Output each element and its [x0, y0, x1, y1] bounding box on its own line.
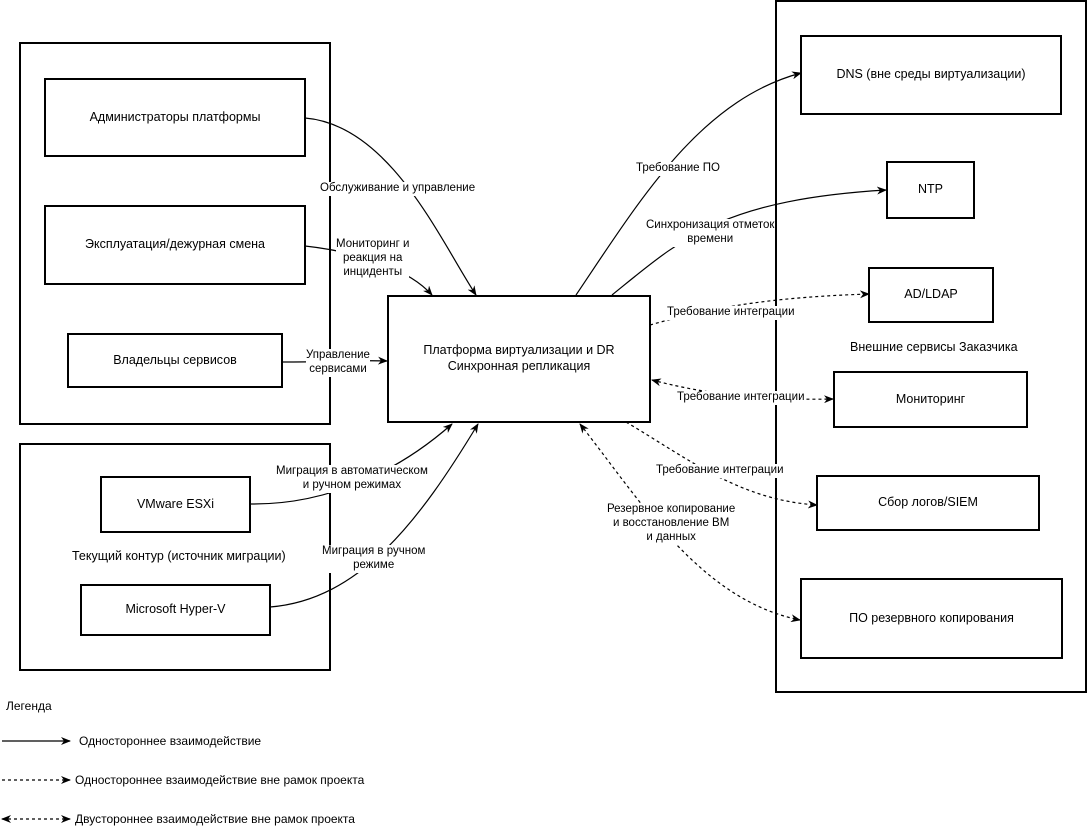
node-owners: Владельцы сервисов: [67, 333, 283, 388]
customer-services-group: [775, 0, 1087, 693]
edge-label-backup: Резервное копирование и восстановление В…: [607, 503, 736, 545]
edge-label-ops-line1: Мониторинг и: [336, 238, 410, 250]
edge-label-esxi: Миграция в автоматическом и ручном режим…: [276, 465, 428, 493]
legend-dashed-two-way-label: Двустороннее взаимодействие вне рамок пр…: [75, 812, 355, 826]
edge-label-ops: Мониторинг и реакция на инциденты: [336, 238, 410, 280]
edge-label-ops-line3: инциденты: [343, 265, 403, 278]
edge-label-ntp-line2: времени: [687, 232, 734, 245]
legend-dashed-label: Одностороннее взаимодействие вне рамок п…: [75, 773, 365, 787]
legend-title: Легенда: [6, 699, 52, 713]
edge-label-backup-line1: Резервное копирование: [607, 503, 736, 515]
edge-label-owners-line1: Управление: [306, 349, 370, 361]
node-monitoring: Мониторинг: [833, 371, 1028, 428]
edge-label-owners: Управление сервисами: [306, 349, 370, 377]
edge-label-hyperv-line1: Миграция в ручном: [322, 545, 426, 557]
node-esxi: VMware ESXi: [100, 476, 251, 533]
edge-label-owners-line2: сервисами: [309, 362, 367, 375]
node-hyperv: Microsoft Hyper-V: [80, 584, 271, 636]
edge-label-ops-line2: реакция на: [343, 251, 403, 264]
node-admins: Администраторы платформы: [44, 78, 306, 157]
internal-users-group: [19, 42, 331, 425]
source-group-caption: Текущий контур (источник миграции): [72, 549, 286, 563]
edge-label-esxi-line2: и ручном режимах: [302, 478, 402, 491]
edge-label-ntp-line1: Синхронизация отметок: [646, 219, 775, 231]
edge-label-admins: Обслуживание и управление: [320, 182, 476, 196]
node-dns: DNS (вне среды виртуализации): [800, 35, 1062, 115]
edge-label-backup-line3: и данных: [646, 530, 696, 543]
customer-group-caption: Внешние сервисы Заказчика: [850, 340, 1018, 354]
node-ad: AD/LDAP: [868, 267, 994, 323]
edge-label-backup-line2: и восстановление ВМ: [612, 516, 730, 529]
edge-label-ad: Требование интеграции: [667, 306, 795, 320]
node-platform: Платформа виртуализации и DR Синхронная …: [387, 295, 651, 423]
node-backup: ПО резервного копирования: [800, 578, 1063, 659]
edge-label-hyperv-line2: режиме: [353, 558, 395, 571]
edge-label-dns: Требование ПО: [636, 162, 720, 176]
node-siem: Сбор логов/SIEM: [816, 475, 1040, 531]
edge-label-siem: Требование интеграции: [656, 464, 784, 478]
node-ntp: NTP: [886, 161, 975, 219]
edge-label-esxi-line1: Миграция в автоматическом: [276, 465, 428, 477]
legend-solid-label: Одностороннее взаимодействие: [79, 734, 262, 748]
edge-dns: [575, 71, 802, 296]
node-ops: Эксплуатация/дежурная смена: [44, 205, 306, 285]
platform-subtitle: Синхронная репликация: [447, 359, 591, 373]
edge-label-ntp: Синхронизация отметок времени: [646, 219, 775, 247]
edge-label-monitoring: Требование интеграции: [677, 391, 805, 405]
edge-label-hyperv: Миграция в ручном режиме: [322, 545, 426, 573]
platform-title: Платформа виртуализации и DR: [423, 343, 615, 358]
